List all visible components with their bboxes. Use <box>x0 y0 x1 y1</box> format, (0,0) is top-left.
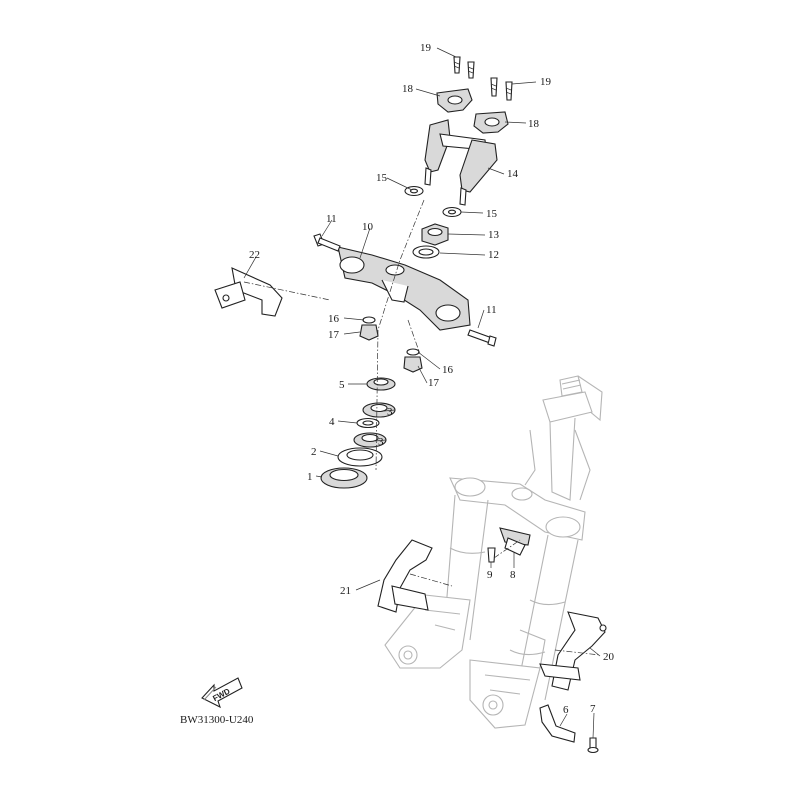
bracket-8 <box>499 527 531 556</box>
callout-19: 19 <box>540 76 552 88</box>
pinch-bolt-left <box>313 233 341 252</box>
callout-11: 11 <box>486 304 497 316</box>
handlebar-upper-holder-left <box>436 88 473 113</box>
callout-10: 10 <box>362 221 374 233</box>
callout-18: 18 <box>528 118 540 130</box>
callout-11: 11 <box>326 213 337 225</box>
steering-stem-washer <box>412 245 440 259</box>
callout-5: 5 <box>339 379 345 391</box>
screw-9 <box>487 547 496 563</box>
cap-nut-right <box>403 348 423 373</box>
bracket-6 <box>539 704 576 743</box>
handlebar-lower-holder <box>424 119 498 206</box>
callout-21: 21 <box>340 585 351 597</box>
callout-20: 20 <box>603 651 615 663</box>
callout-16: 16 <box>442 364 454 376</box>
callout-8: 8 <box>510 569 516 581</box>
callout-3: 3 <box>378 436 384 448</box>
callout-12: 12 <box>488 249 499 261</box>
steering-stem-nut <box>421 223 449 246</box>
handlebar-bolt-right <box>490 77 513 101</box>
bolt-7 <box>587 737 599 754</box>
callout-22: 22 <box>249 249 260 261</box>
callout-2: 2 <box>311 446 317 458</box>
bracket-22 <box>214 267 283 317</box>
callout-17: 17 <box>428 377 440 389</box>
assembly-centerlines <box>243 199 601 656</box>
fwd-arrow-icon: FWD <box>201 677 243 709</box>
ring-nut <box>366 377 396 391</box>
callout-3: 3 <box>387 406 393 418</box>
callout-9: 9 <box>487 569 493 581</box>
callout-1: 1 <box>307 471 313 483</box>
callout-19: 19 <box>420 42 432 54</box>
callout-labels: 19 19 18 18 14 15 15 13 12 11 10 22 11 1… <box>249 42 615 716</box>
bracket-21 <box>377 539 433 613</box>
callout-17: 17 <box>328 329 340 341</box>
callout-18: 18 <box>402 83 414 95</box>
callout-14: 14 <box>507 168 519 180</box>
handlebar-upper-holder-right <box>473 111 509 134</box>
diagram-code: BW31300-U240 <box>180 714 254 726</box>
bearing-cover <box>337 447 383 467</box>
bearing <box>320 467 368 489</box>
upper-bracket <box>337 246 471 331</box>
callout-leaders <box>243 47 601 739</box>
bracket-20 <box>539 611 607 691</box>
fork-assembly-outline <box>384 375 603 729</box>
callout-16: 16 <box>328 313 340 325</box>
callout-13: 13 <box>488 229 500 241</box>
lock-washer <box>356 417 380 429</box>
washer-upper-right <box>442 206 462 218</box>
callout-15: 15 <box>486 208 498 220</box>
ring-nut-lower <box>353 432 387 448</box>
callout-7: 7 <box>590 703 596 715</box>
cap-nut-left <box>359 316 379 341</box>
callout-6: 6 <box>563 704 569 716</box>
pinch-bolt-right <box>467 329 497 347</box>
handlebar-bolt-left <box>453 56 475 79</box>
callout-15: 15 <box>376 172 388 184</box>
callout-4: 4 <box>329 416 335 428</box>
